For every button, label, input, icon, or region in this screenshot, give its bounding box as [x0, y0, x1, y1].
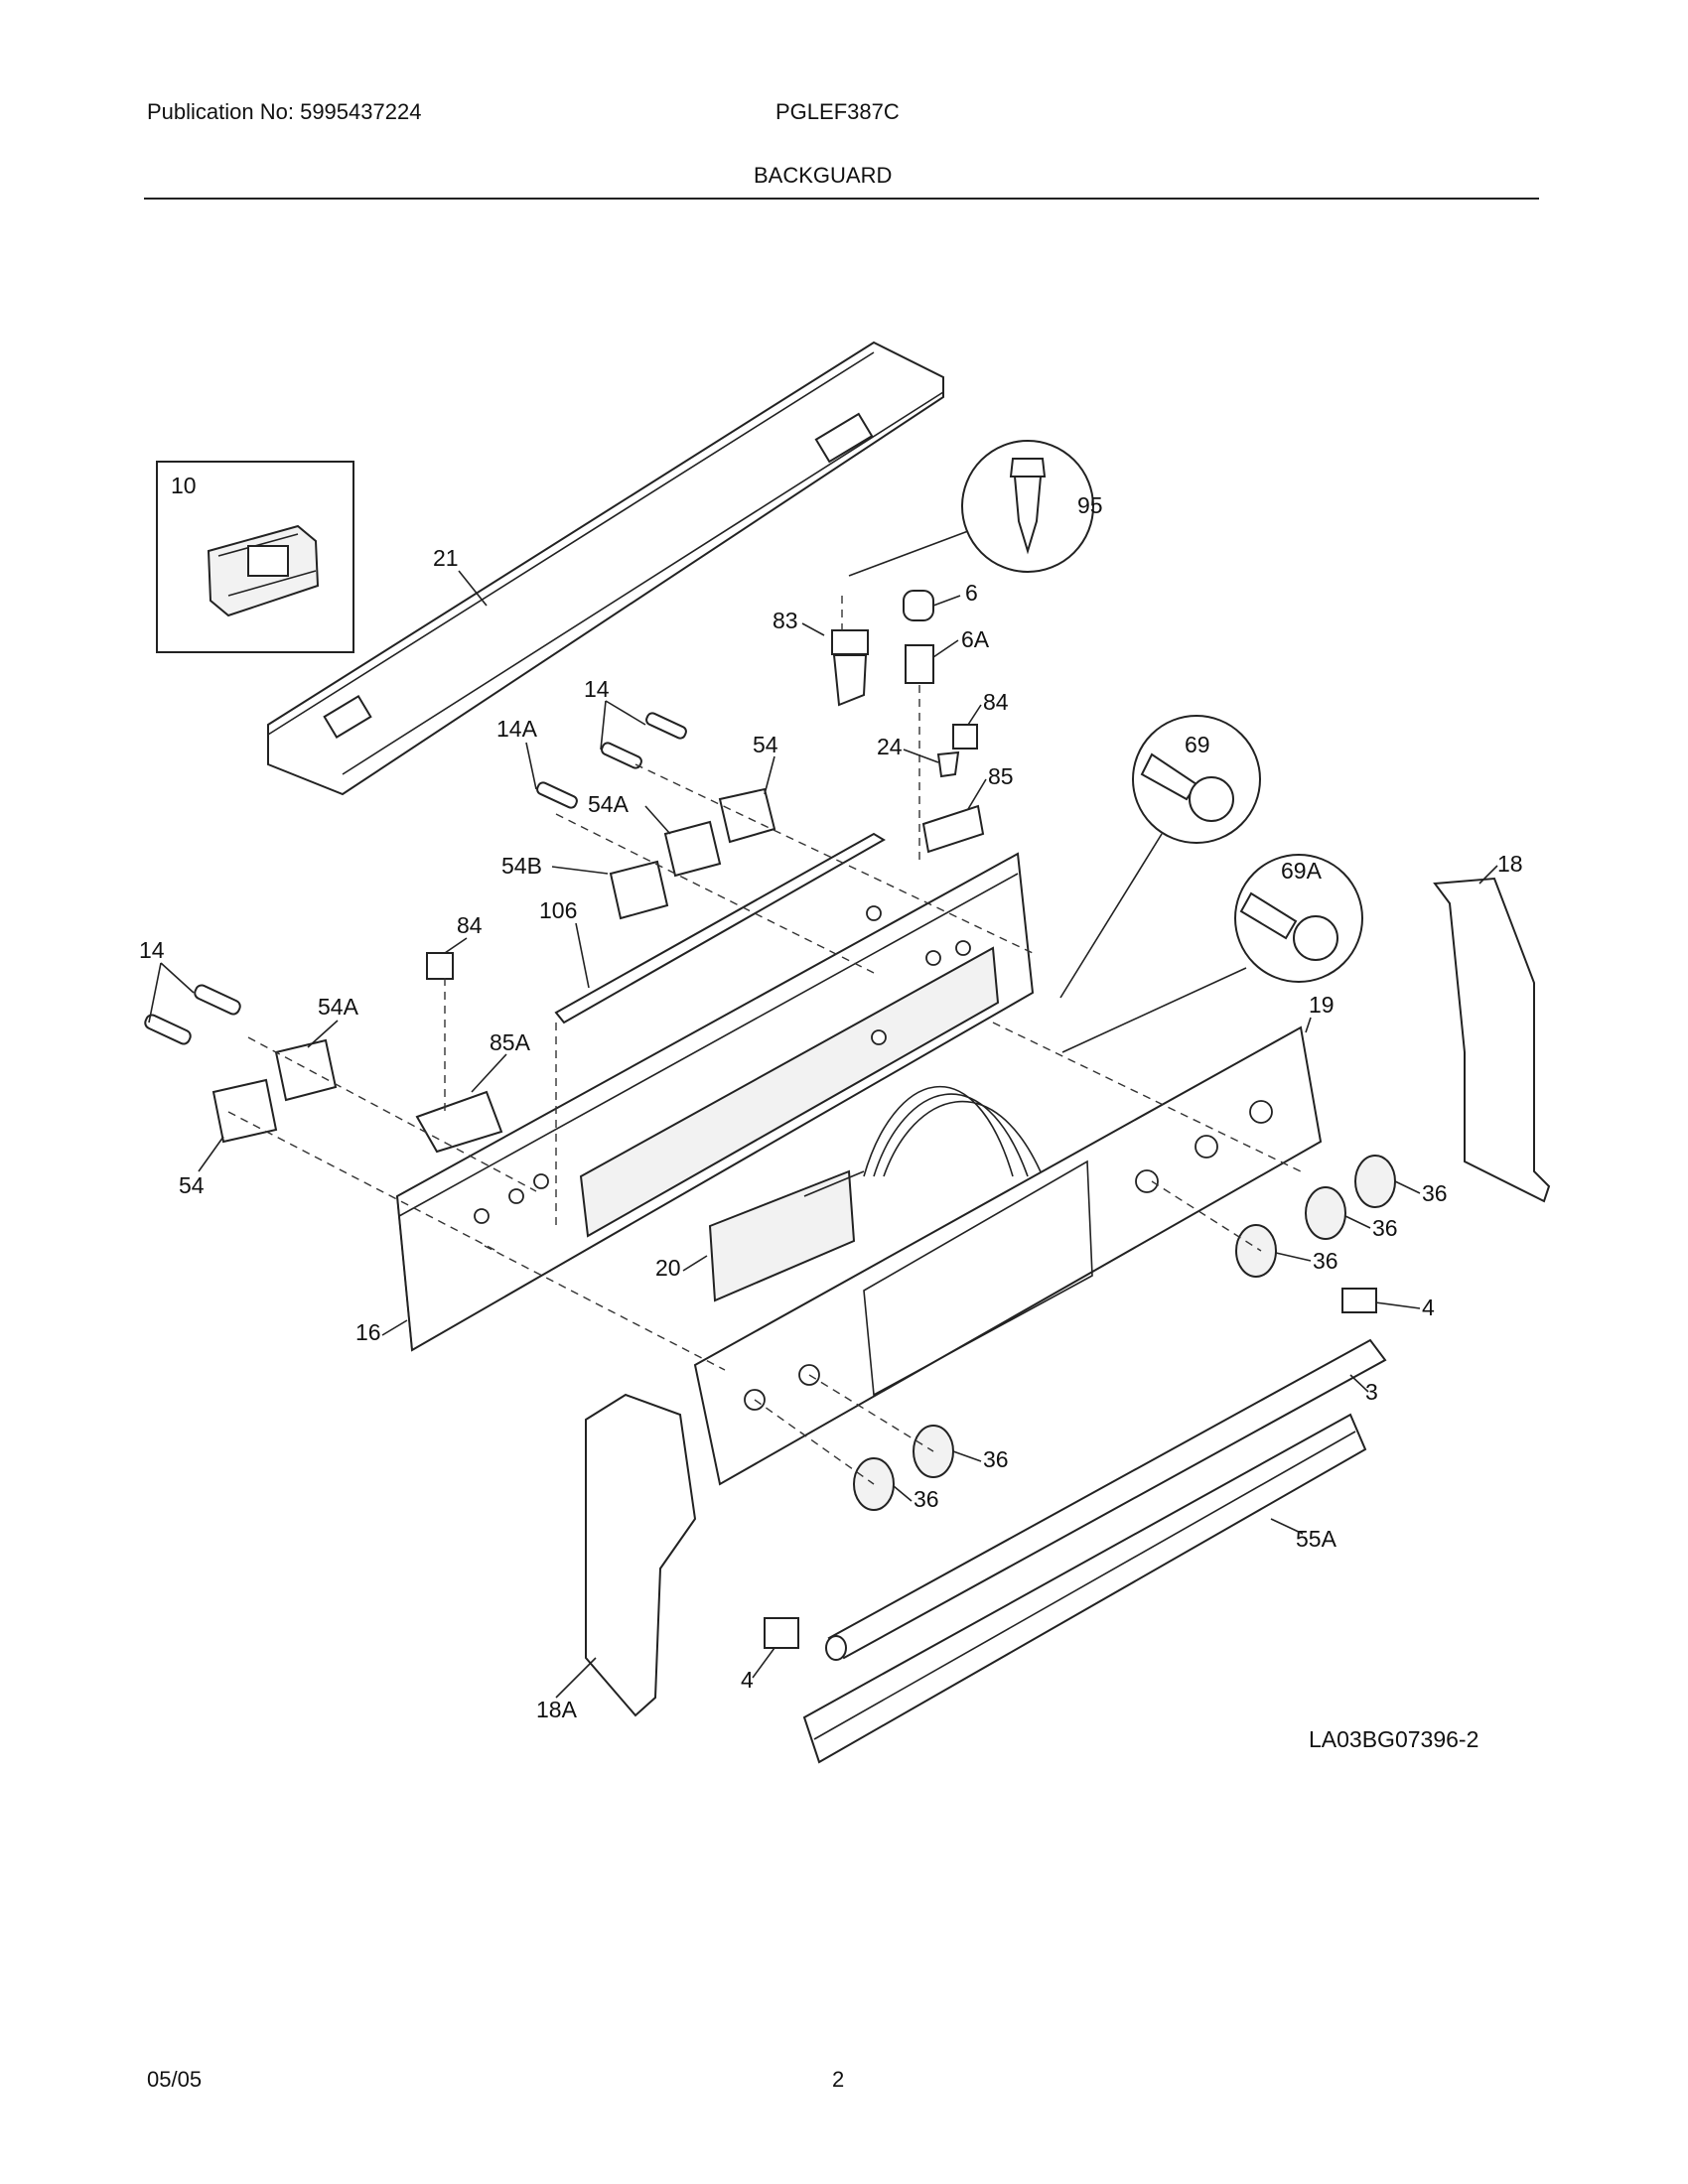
part-69-screw-callout — [1059, 715, 1261, 999]
label-36-e: 36 — [914, 1486, 939, 1512]
label-20: 20 — [655, 1255, 681, 1281]
label-54-left: 54 — [179, 1172, 205, 1198]
part-84-clip-left — [426, 952, 454, 980]
part-106-bracket — [554, 832, 886, 1024]
part-54-relay-left — [211, 1038, 338, 1144]
label-54a-upper: 54A — [588, 791, 630, 817]
part-69a-screw-callout — [1061, 854, 1363, 1053]
part-84-clip-upper — [952, 724, 978, 750]
label-6a: 6A — [961, 626, 990, 652]
label-16: 16 — [355, 1319, 381, 1345]
part-85-switch-block — [921, 804, 985, 854]
part-14-terminals-upper — [536, 712, 687, 809]
leader-lines — [148, 570, 1498, 1699]
part-20-control-board — [708, 1169, 865, 1302]
label-69a: 69A — [1281, 858, 1323, 884]
inset-part-10 — [156, 461, 354, 653]
label-10: 10 — [171, 473, 197, 498]
label-84-left: 84 — [457, 912, 483, 938]
part-85a-switch-block — [415, 1090, 503, 1154]
label-36-b: 36 — [1372, 1215, 1398, 1241]
label-84-upper: 84 — [983, 689, 1009, 715]
label-69: 69 — [1185, 732, 1210, 757]
publication-number: Publication No: 5995437224 — [147, 99, 422, 124]
footer-date: 05/05 — [147, 2067, 203, 2092]
label-18: 18 — [1497, 851, 1523, 877]
ribbon-cable — [863, 1085, 1044, 1177]
label-54a-left: 54A — [318, 994, 359, 1020]
part-18a-end-cap-left — [585, 1393, 697, 1717]
part-83-lamp-socket — [831, 596, 869, 707]
label-83: 83 — [773, 608, 798, 633]
part-14-terminals-left — [144, 984, 241, 1045]
label-24: 24 — [877, 734, 903, 759]
header-rule — [144, 198, 1539, 200]
part-55a-lens — [802, 1413, 1367, 1764]
label-55a: 55A — [1296, 1526, 1337, 1552]
footer-page-number: 2 — [832, 2067, 845, 2092]
part-16-back-panel — [395, 852, 1035, 1352]
part-labels: 10 21 95 83 6 6A 84 24 85 69 69A 18 14 1… — [139, 473, 1523, 1722]
part-95-fastener-callout — [848, 440, 1094, 577]
label-14a: 14A — [496, 716, 538, 742]
part-4-socket-right — [1341, 1288, 1377, 1313]
part-18-end-cap-right — [1433, 877, 1551, 1203]
label-106: 106 — [539, 897, 577, 923]
part-24-switch — [936, 751, 960, 778]
label-4-left: 4 — [741, 1667, 754, 1693]
label-54b: 54B — [501, 853, 542, 879]
label-4-right: 4 — [1422, 1295, 1435, 1320]
part-3-fluorescent-tube — [825, 1338, 1387, 1661]
part-4-socket-left — [764, 1617, 799, 1649]
label-3: 3 — [1365, 1379, 1378, 1405]
model-number: PGLEF387C — [775, 99, 900, 124]
label-19: 19 — [1309, 992, 1335, 1018]
part-21-top-trim — [267, 341, 944, 796]
label-36-d: 36 — [983, 1446, 1009, 1472]
assembly-guides — [227, 763, 1302, 1485]
label-95: 95 — [1077, 492, 1103, 518]
label-14-left: 14 — [139, 937, 165, 963]
part-19-overlay-panel — [693, 1025, 1323, 1486]
label-6: 6 — [965, 580, 978, 606]
part-54-relay-upper — [609, 787, 776, 920]
label-85a: 85A — [490, 1029, 531, 1055]
label-14-upper: 14 — [584, 676, 610, 702]
section-title: BACKGUARD — [754, 163, 893, 188]
label-54-upper: 54 — [753, 732, 778, 757]
label-36-c: 36 — [1313, 1248, 1338, 1274]
label-18a: 18A — [536, 1697, 578, 1722]
part-6-lamp-cap — [903, 590, 934, 864]
drawing-id: LA03BG07396-2 — [1309, 1726, 1478, 1752]
label-21: 21 — [433, 545, 459, 571]
label-36-a: 36 — [1422, 1180, 1448, 1206]
label-85: 85 — [988, 763, 1014, 789]
